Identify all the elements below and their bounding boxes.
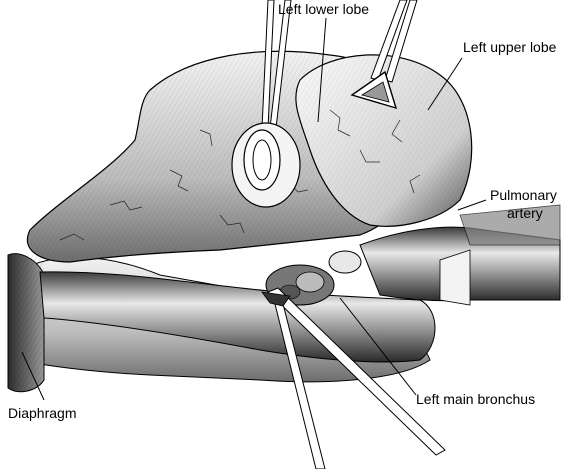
label-pulmonary-artery-2: artery: [507, 205, 543, 221]
label-pulmonary-artery-1: Pulmonary: [490, 187, 557, 203]
label-diaphragm: Diaphragm: [8, 405, 76, 421]
label-left-lower-lobe: Left lower lobe: [278, 1, 369, 17]
label-left-main-bronchus: Left main bronchus: [416, 391, 535, 407]
dissecting-forceps-icon: [261, 287, 446, 469]
leader-lines: [21, 17, 487, 401]
bronchus-tube: [39, 271, 436, 363]
label-left-upper-lobe: Left upper lobe: [463, 39, 557, 55]
forceps-lower-lobe-icon: [231, 0, 301, 208]
forceps-upper-lobe-icon: [350, 0, 418, 110]
